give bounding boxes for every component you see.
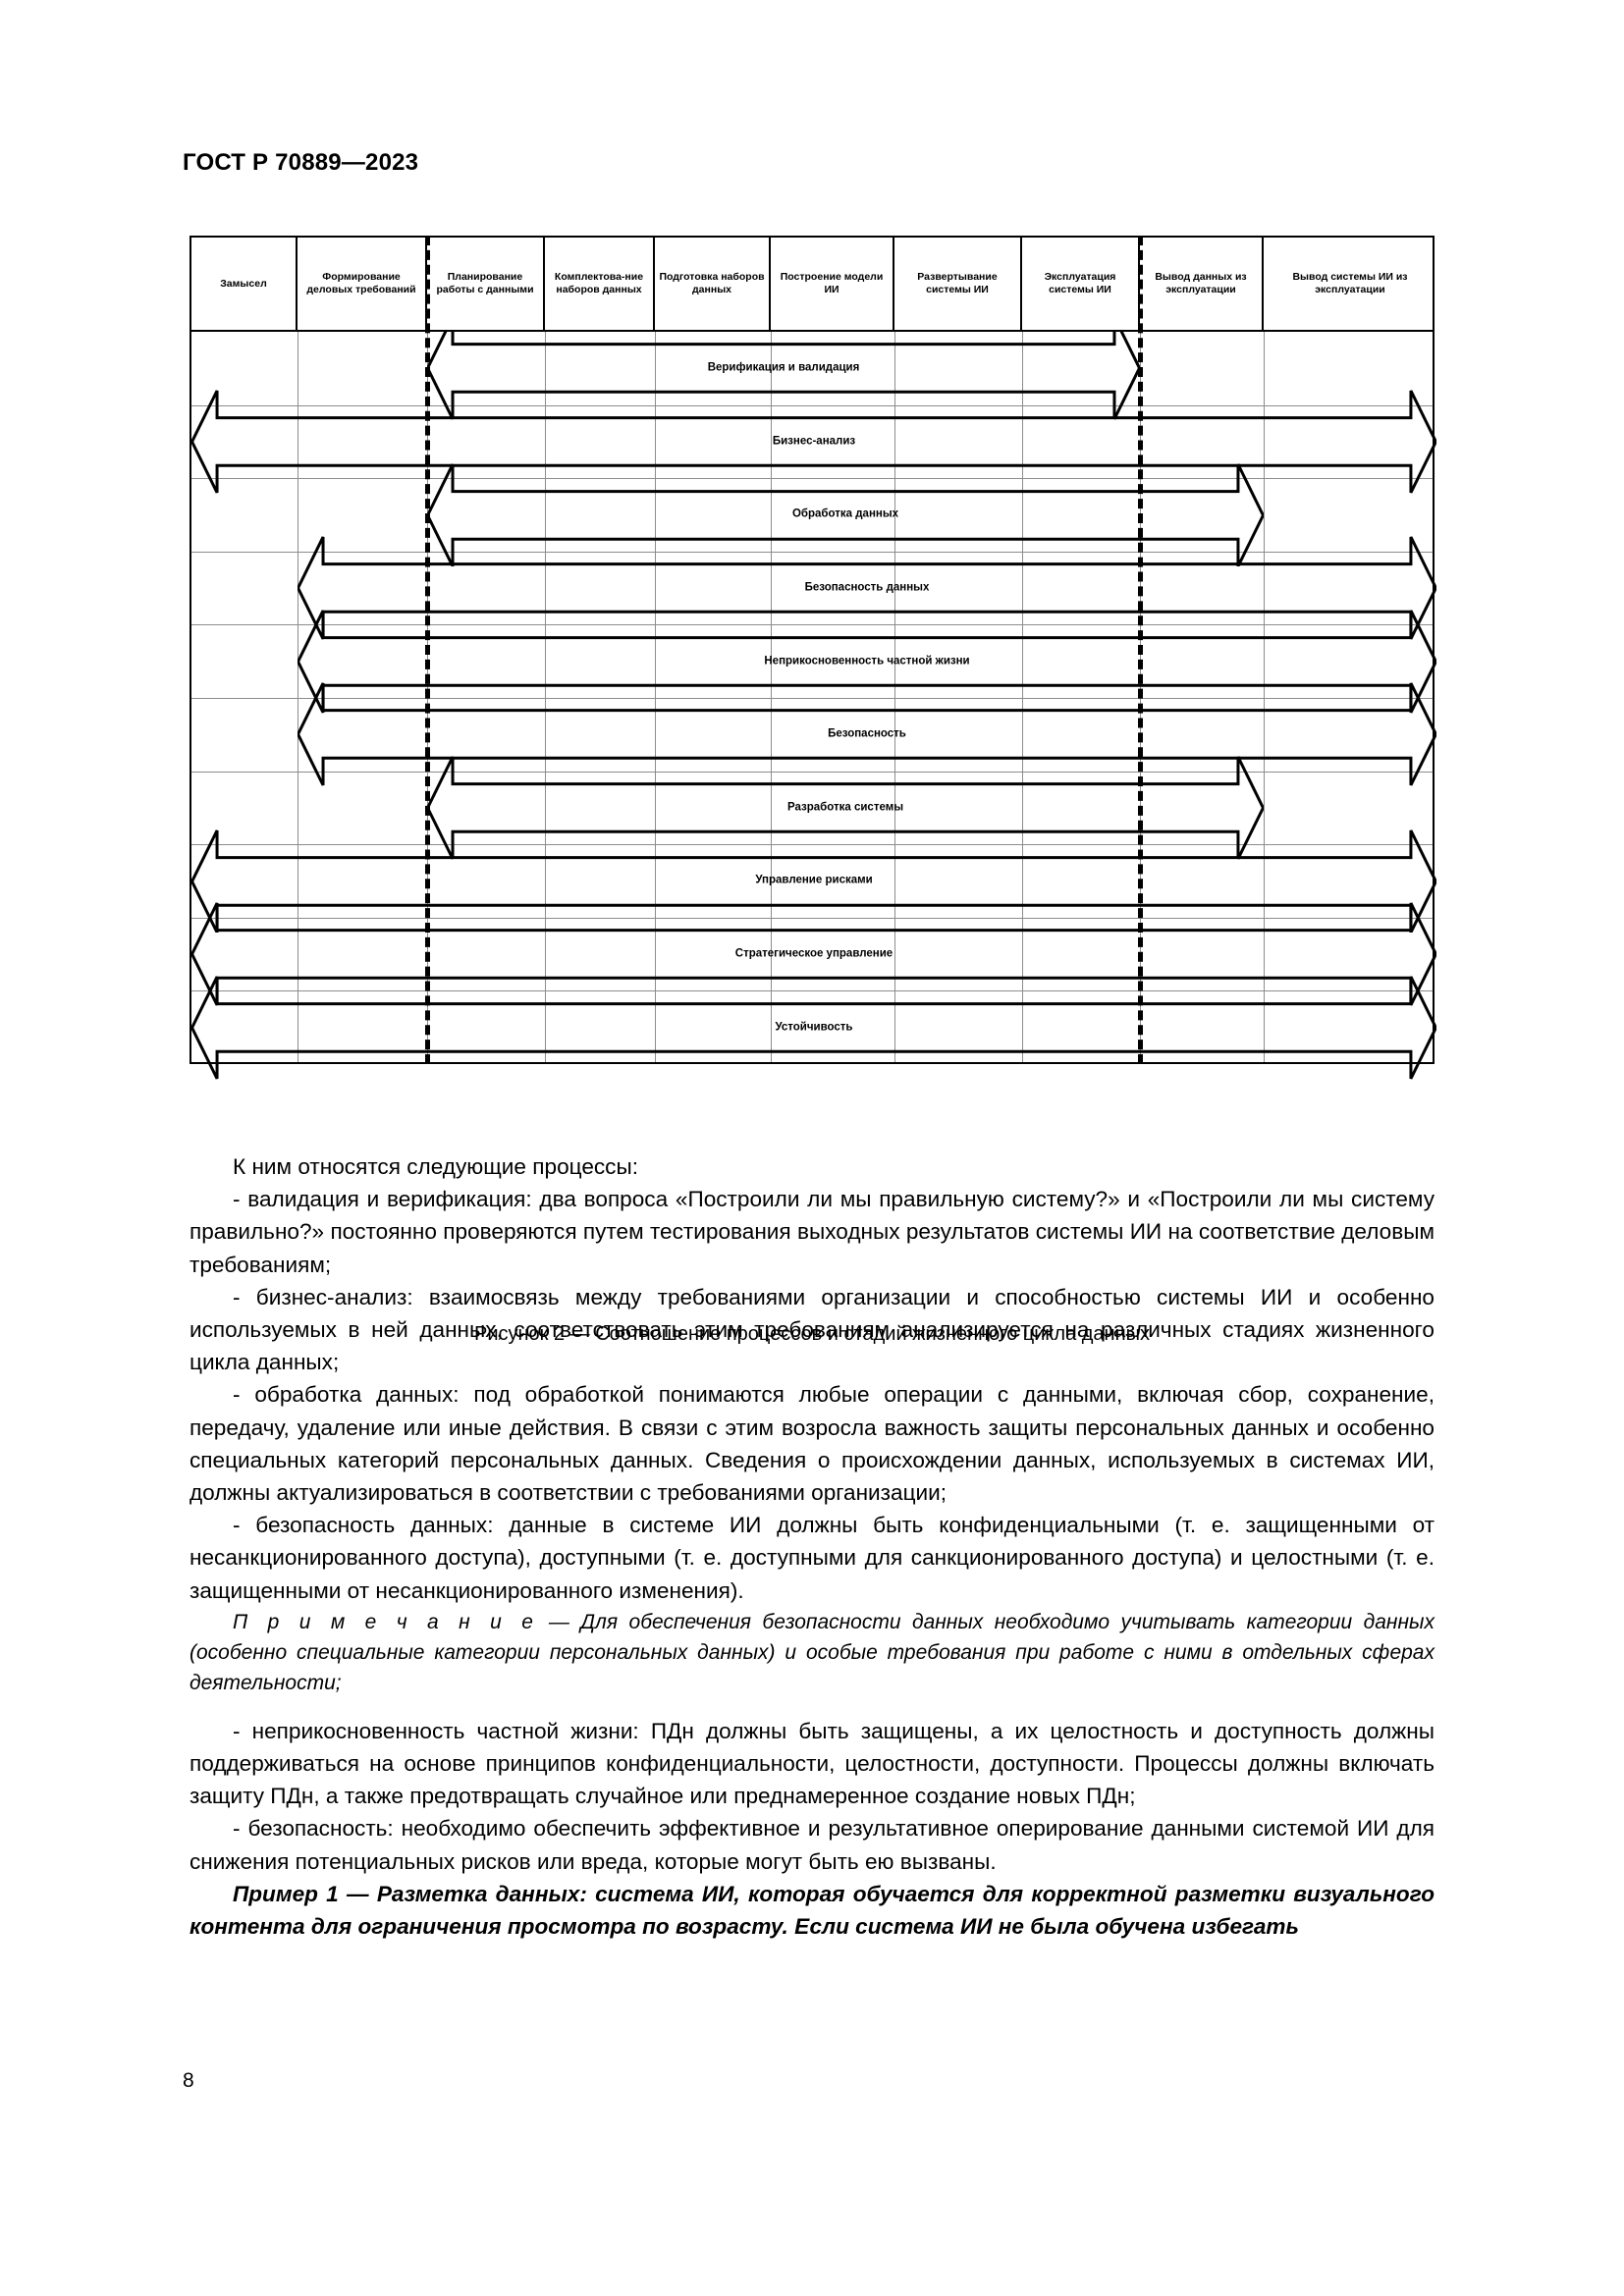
figure-row-divider [191,771,1433,773]
figure-row-divider [191,698,1433,699]
note-block: П р и м е ч а н и е — Для обеспечения бе… [189,1607,1435,1698]
figure-column-divider [655,332,656,1062]
note-label: П р и м е ч а н и е [233,1610,538,1633]
running-head: ГОСТ Р 70889—2023 [183,149,419,176]
figure-column-divider [894,332,895,1062]
note-body: Для обеспечения безопасности данных необ… [189,1610,1435,1694]
list-item-business-analysis: - бизнес-анализ: взаимосвязь между требо… [189,1284,1435,1375]
arrow-shape [191,390,1436,494]
figure-column-label: Эксплуатация системы ИИ [1044,271,1116,295]
figure-column-divider [1022,332,1023,1062]
figure-column-header: Комплектова-​ние наборов данных [545,238,655,330]
figure-column-header: Замысел [191,238,298,330]
figure-column-divider [545,332,546,1062]
figure-column-header: Вывод данных из эксплуатации [1140,238,1264,330]
figure-column-label: Подготовка наборов данных [659,271,765,295]
arrow-shape [427,756,1264,860]
figure-row-divider [191,551,1433,553]
process-arrow-band: Устойчивость [191,976,1436,1080]
example-block: Пример 1 — Разметка данных: система ИИ, … [189,1881,1435,1940]
figure-column-header: Планирование работы с данными [427,238,545,330]
figure-column-label: Построение модели ИИ [780,271,884,295]
figure-caption: Рисунок 2 — Соотношение процессов и стад… [473,1323,1151,1345]
figure-column-label: Комплектова-​ние наборов данных [554,271,644,295]
figure-column-header: Подготовка наборов данных [655,238,771,330]
figure-row-divider [191,624,1433,626]
figure-column-header: Эксплуатация системы ИИ [1022,238,1140,330]
figure-row-divider [191,844,1433,846]
figure-column-label: Формирование деловых требований [306,271,416,295]
figure-inner: Замысел Формирование деловых требований Пл… [189,236,1436,1345]
page-number: 8 [183,2069,194,2092]
arrow-shape [191,976,1436,1080]
figure-column-label: Вывод данных из эксплуатации [1155,271,1247,295]
figure-column-header: Развертывание системы ИИ [894,238,1022,330]
figure-column-header: Формирование деловых требований [298,238,427,330]
figure-column-header: Вывод системы ИИ из эксплуатации [1264,238,1436,330]
list-item-data-security: - безопасность данных: данные в системе … [189,1513,1435,1603]
stage-boundary-line [425,236,430,1064]
list-item-data-processing: - обработка данных: под обработкой поним… [189,1382,1435,1506]
figure-column-divider [771,332,772,1062]
figure-column-headers: Замысел Формирование деловых требований Пл… [189,236,1435,332]
figure-2: Замысел Формирование деловых требований Пл… [189,236,1436,1345]
list-item-validation: - валидация и верификация: два вопроса «… [189,1187,1435,1277]
paragraph-intro: К ним относятся следующие процессы: [233,1154,638,1179]
stage-boundary-line [1138,236,1143,1064]
figure-row-divider [191,478,1433,480]
figure-column-header: Построение модели ИИ [771,238,894,330]
figure-column-label: Планирование работы с данными [436,271,534,295]
figure-row-divider [191,990,1433,992]
arrow-shape [298,682,1436,786]
figure-row-divider [191,404,1433,406]
note-dash: — [537,1610,581,1633]
figure-column-label: Развертывание системы ИИ [917,271,998,295]
list-item-privacy: - неприкосновенность частной жизни: ПДн … [189,1718,1435,1809]
figure-column-label: Вывод системы ИИ из эксплуатации [1292,271,1408,295]
figure-column-label: Замысел [220,277,267,290]
body-text: К ним относятся следующие процессы: - ва… [189,1150,1435,1943]
arrow-shape [427,462,1264,567]
list-item-safety: - безопасность: необходимо обеспечить эф… [189,1816,1435,1874]
figure-row-divider [191,917,1433,919]
figure-column-divider [1264,332,1265,1062]
